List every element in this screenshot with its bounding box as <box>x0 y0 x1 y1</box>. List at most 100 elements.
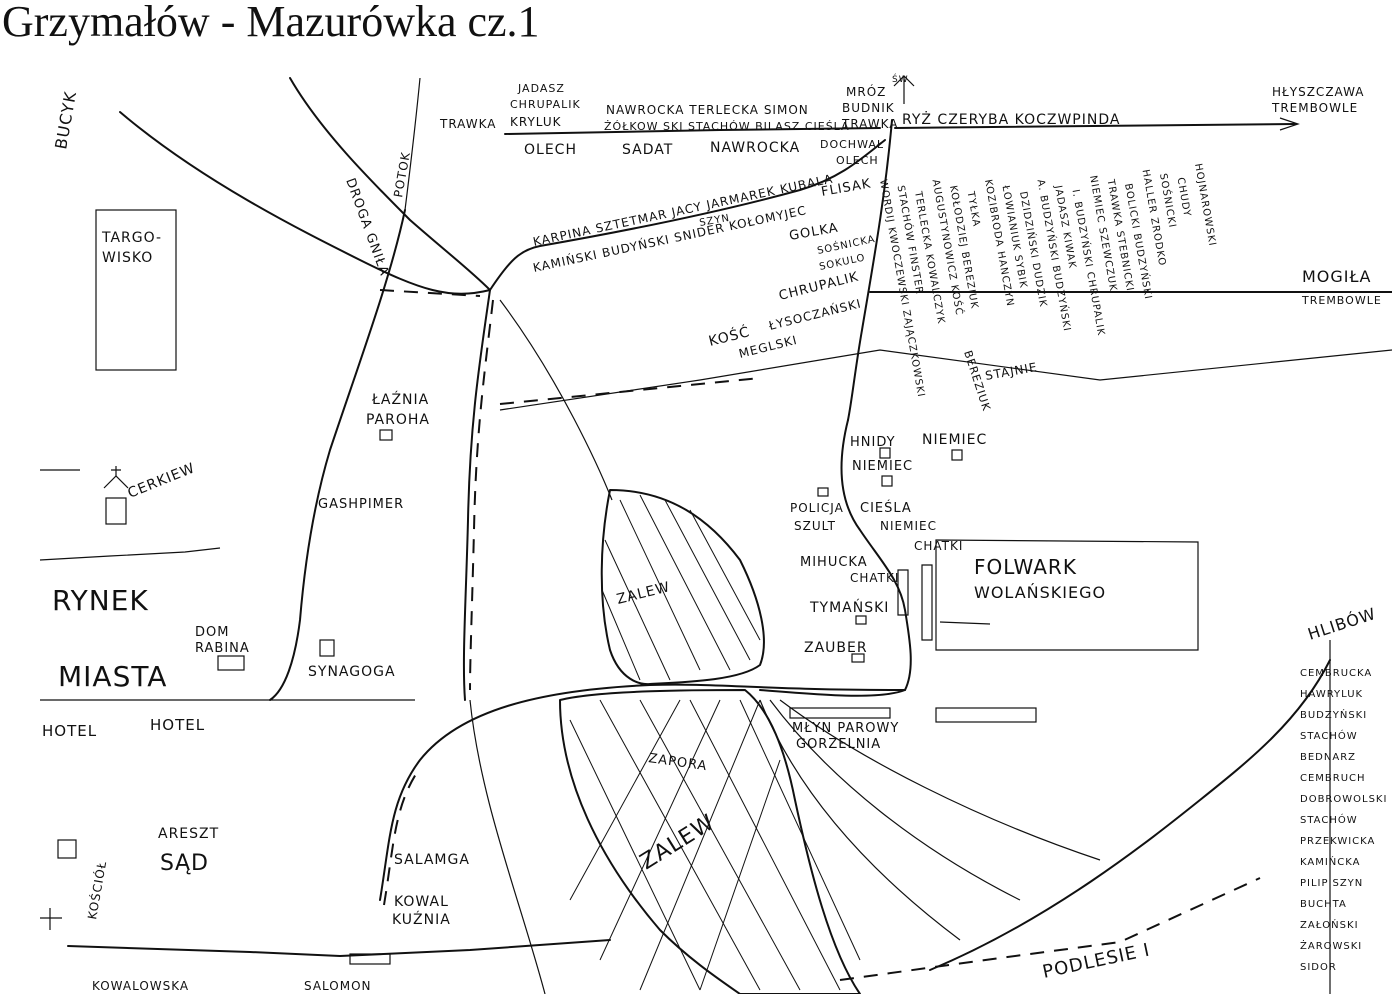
label-podlesie: PODLESIE I <box>1041 940 1152 983</box>
kosciol-cross <box>40 908 62 930</box>
label-laznia-1: ŁAŹNIA <box>371 390 429 408</box>
road-top <box>894 123 1296 129</box>
label-folwark-2: WOLAŃSKIEGO <box>974 583 1106 602</box>
folwark-outline <box>935 539 1199 651</box>
label-kowal-2: KUŹNIA <box>392 910 451 928</box>
village-column-19: HOJNAROWSKI <box>1192 163 1217 248</box>
zalew-lower-outline <box>559 689 861 994</box>
flow-3 <box>779 699 1101 861</box>
label-salamga: SALAMGA <box>394 852 470 868</box>
roads <box>39 77 1392 994</box>
label-gashpimer: GASHPIMER <box>318 497 404 512</box>
label-hotel-1: HOTEL <box>42 722 97 740</box>
right-column-item-11: PILIPISZYN <box>1300 878 1363 889</box>
label-zalew-lower: ZALEW <box>636 810 720 875</box>
laznia-icon <box>379 429 393 441</box>
zalew-lower-hatch <box>569 699 861 991</box>
right-column: CEMBRUCKA HAWRYLUK BUDZYŃSKI STACHÓW BEDNARZ… <box>1300 668 1386 973</box>
label-tymanski: TYMAŃSKI <box>809 598 889 616</box>
label-laznia-2: PAROHA <box>366 412 430 428</box>
folwark-post1 <box>921 564 933 641</box>
label-niemiec3: NIEMIEC <box>880 519 937 533</box>
flow-4 <box>499 299 613 501</box>
right-column-item-5: BEDNARZ <box>1300 752 1356 763</box>
label-mlyn: MŁYN PAROWY <box>792 721 899 736</box>
label-jadasz: JADASZ <box>517 82 565 95</box>
label-szyn: SZYN <box>699 213 731 229</box>
label-mihucka: MIHUCKA <box>800 555 868 570</box>
label-hotel-2: HOTEL <box>150 716 205 734</box>
niemiec-icon <box>951 449 963 461</box>
label-ryz: RYŻ CZERYBA KOCZWPINDA <box>902 110 1120 128</box>
label-gorzelnia: GORZELNIA <box>796 737 881 752</box>
label-bucyk: BUCYK <box>51 89 80 150</box>
road-middle <box>379 683 906 901</box>
synagoga-icon <box>319 639 335 657</box>
page-title: Grzymałów - Mazurówka cz.1 <box>2 0 540 46</box>
road-diagonal-east <box>499 349 1392 411</box>
label-kapliczka: ŚW <box>892 73 909 85</box>
right-column-item-3: BUDZYŃSKI <box>1300 708 1367 721</box>
road-karpina <box>489 139 886 291</box>
kapliczka-icon <box>893 75 915 104</box>
potok-line <box>404 77 421 211</box>
road-dashed-junction <box>379 289 481 297</box>
label-areszt: ARESZT <box>158 826 219 842</box>
right-column-item-2: HAWRYLUK <box>1300 689 1363 700</box>
dom-rabina-icon <box>217 655 245 671</box>
label-ciesla: CIEŚLA <box>860 500 912 516</box>
label-salomon: SALOMON <box>304 979 372 993</box>
label-szult: SZULT <box>794 519 836 533</box>
label-zalew-upper: ZALEW <box>615 579 672 608</box>
right-column-item-1: CEMBRUCKA <box>1300 668 1372 679</box>
road-main-south <box>462 289 491 701</box>
gorzelnia-rect <box>935 707 1037 723</box>
right-column-item-13: ZAŁOŃSKI <box>1300 918 1359 931</box>
road-top-arrow <box>1279 117 1300 131</box>
folwark-gate <box>939 621 991 625</box>
label-trawka2: TRAWKA <box>841 117 898 131</box>
label-golka: GOLKA <box>788 221 840 244</box>
label-hlyszczawa: HŁYSZCZAWA <box>1272 85 1365 99</box>
right-column-item-4: STACHÓW <box>1300 729 1358 742</box>
label-chrupalik: CHRUPALIK <box>510 98 581 111</box>
label-nawrocka-ter: NAWROCKA TERLECKA SIMON <box>606 103 809 117</box>
zalew-upper-outline <box>600 489 765 686</box>
road-rynek <box>39 547 221 561</box>
label-synagoga: SYNAGOGA <box>308 664 396 680</box>
label-policja: POLICJA <box>790 501 844 515</box>
zalew-areas <box>469 299 1101 994</box>
label-kowal-1: KOWAL <box>394 894 449 910</box>
right-column-item-14: ŻAROWSKI <box>1300 939 1362 952</box>
tymanski-icon <box>855 615 867 625</box>
label-chatki1: CHATKI <box>914 539 963 553</box>
label-olech: OLECH <box>524 142 577 158</box>
cerkiew-body <box>105 497 127 525</box>
right-column-item-15: SIDOR <box>1300 962 1337 973</box>
label-trembowla-1: TREMBOWLE <box>1301 294 1382 307</box>
label-niemiec2: NIEMIEC <box>852 459 913 474</box>
label-kosciol: KOŚCIÓŁ <box>84 859 109 920</box>
label-nawrocka: NAWROCKA <box>710 140 800 156</box>
kowal-icon <box>349 953 391 965</box>
road-main-south-dash <box>469 299 494 691</box>
road-dashed-east <box>499 377 761 405</box>
right-column-item-12: BUCHTA <box>1300 899 1347 910</box>
road-bottom <box>67 939 611 957</box>
label-dochwal: DOCHWAŁ <box>820 138 884 151</box>
zalew-upper-hatch <box>601 494 761 681</box>
label-folwark-1: FOLWARK <box>974 555 1077 579</box>
road-south-curve <box>759 419 912 697</box>
label-chatki2: CHATKI <box>850 571 899 585</box>
kosciol-tower <box>57 839 77 859</box>
label-sadat: SADAT <box>622 142 673 158</box>
cerkiew-cross <box>111 466 121 476</box>
flow-5 <box>469 699 546 994</box>
zauber-icon <box>851 653 865 663</box>
label-zolkowski: ŻÓŁKOW SKI STACHÓW BILASZ CIEŚLA <box>604 120 850 133</box>
road-east-curve <box>929 659 1331 971</box>
label-trawka: TRAWKA <box>439 117 496 131</box>
right-column-item-10: KAMIŃCKA <box>1300 855 1361 868</box>
